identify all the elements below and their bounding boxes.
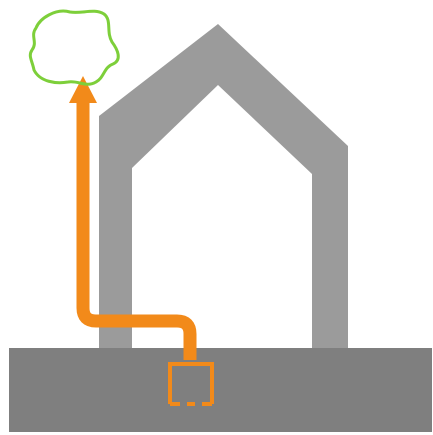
ground <box>9 348 432 432</box>
pipe-arrowhead <box>69 76 97 103</box>
tree-cloud <box>30 11 118 84</box>
house-outline <box>99 24 348 350</box>
